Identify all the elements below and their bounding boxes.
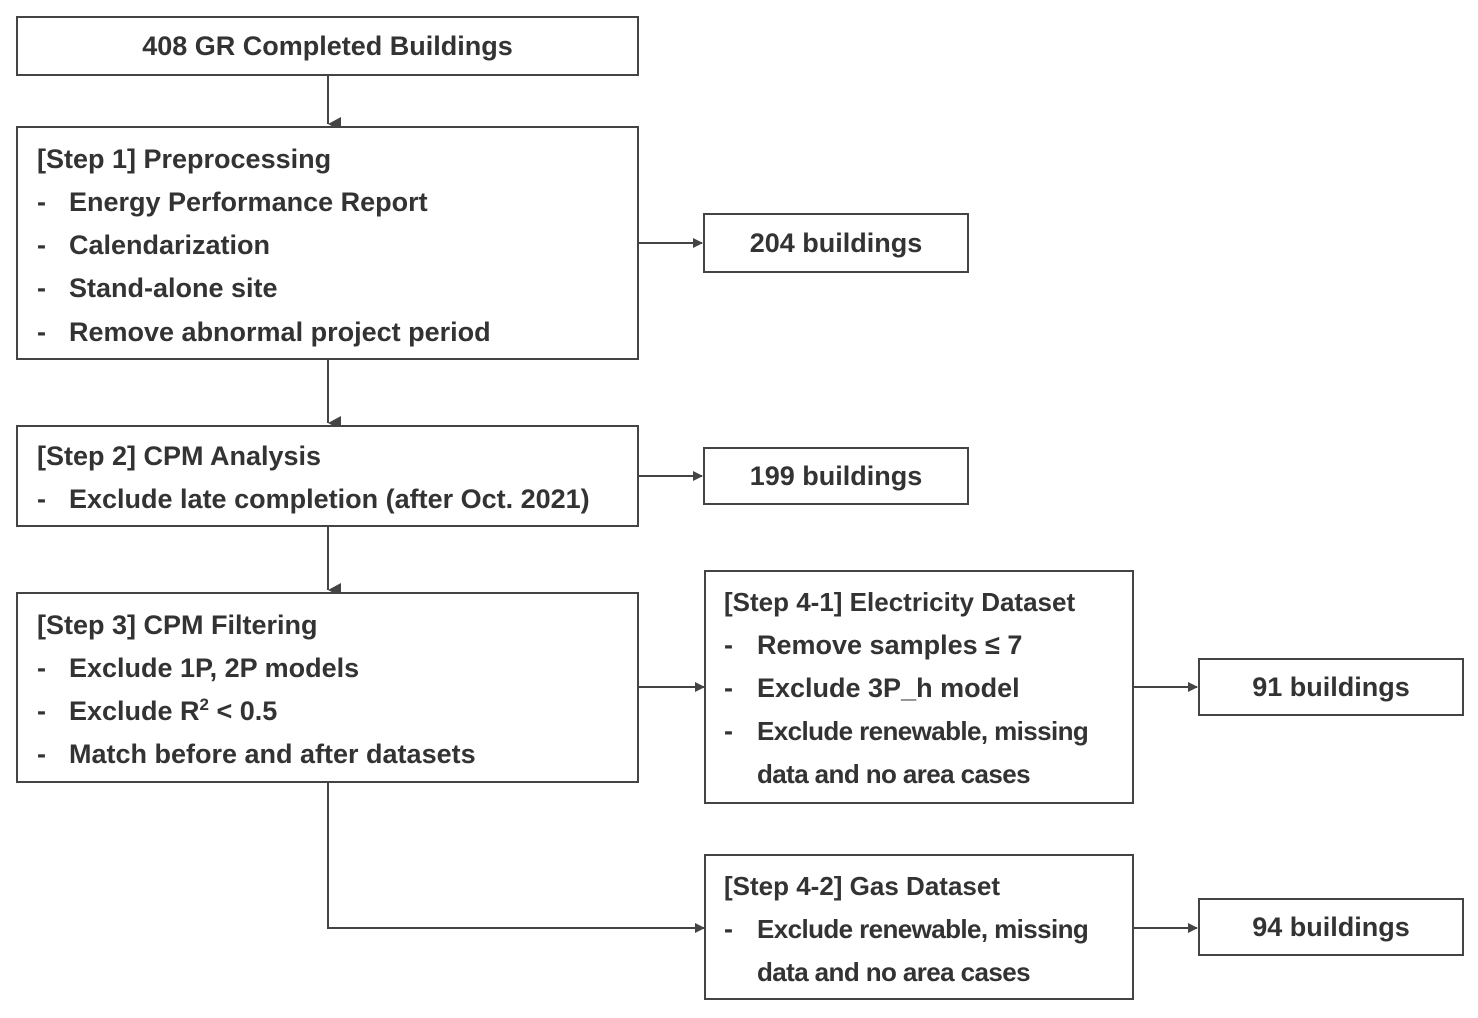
dash: - bbox=[724, 914, 733, 944]
dash: - bbox=[37, 739, 46, 769]
step1-item: Energy Performance Report bbox=[69, 187, 428, 217]
step42-item: Exclude renewable, missing bbox=[757, 914, 1089, 944]
arrow-step3-to-step42 bbox=[327, 783, 705, 933]
step3-title: [Step 3] CPM Filtering bbox=[37, 610, 318, 640]
step1-title: [Step 1] Preprocessing bbox=[37, 144, 332, 174]
step2-title: [Step 2] CPM Analysis bbox=[37, 441, 322, 471]
dash: - bbox=[37, 696, 46, 726]
step2-box: [Step 2] CPM Analysis - Exclude late com… bbox=[16, 425, 639, 527]
step42-title: [Step 4-2] Gas Dataset bbox=[724, 871, 1000, 901]
step3-item: Match before and after datasets bbox=[69, 739, 476, 769]
dash: - bbox=[37, 484, 46, 514]
step3-box: [Step 3] CPM Filtering - Exclude 1P, 2P … bbox=[16, 592, 639, 783]
step3-item-r-squared: Exclude R2 < 0.5 bbox=[69, 696, 277, 727]
r-squared-suffix: < 0.5 bbox=[209, 696, 278, 726]
dash: - bbox=[37, 273, 46, 303]
r-squared-prefix: Exclude R bbox=[69, 696, 200, 726]
step42-box: [Step 4-2] Gas Dataset - Exclude renewab… bbox=[704, 854, 1134, 1000]
step1-result-label: 204 buildings bbox=[749, 227, 923, 258]
r-squared-exponent: 2 bbox=[199, 695, 210, 714]
step42-result-label: 94 buildings bbox=[1252, 911, 1410, 942]
step41-item: Exclude 3P_h model bbox=[757, 673, 1020, 703]
step41-box: [Step 4-1] Electricity Dataset - Remove … bbox=[704, 570, 1134, 804]
dash: - bbox=[37, 230, 46, 260]
step1-item: Stand-alone site bbox=[69, 273, 278, 303]
step41-item: Remove samples ≤ 7 bbox=[757, 630, 1023, 660]
dash: - bbox=[724, 630, 733, 660]
step2-result-box: 199 buildings bbox=[703, 447, 969, 505]
step41-result-label: 91 buildings bbox=[1252, 671, 1410, 702]
dash: - bbox=[724, 673, 733, 703]
step42-item-continued: data and no area cases bbox=[757, 957, 1031, 987]
dash: - bbox=[37, 653, 46, 683]
completed-buildings-label: 408 GR Completed Buildings bbox=[142, 30, 513, 61]
dash: - bbox=[37, 187, 46, 217]
step41-title: [Step 4-1] Electricity Dataset bbox=[724, 587, 1076, 617]
step41-result-box: 91 buildings bbox=[1198, 658, 1464, 716]
step2-result-label: 199 buildings bbox=[749, 460, 923, 491]
step3-item: Exclude 1P, 2P models bbox=[69, 653, 360, 683]
step41-item: Exclude renewable, missing bbox=[757, 716, 1089, 746]
step1-item: Calendarization bbox=[69, 230, 271, 260]
completed-buildings-box: 408 GR Completed Buildings bbox=[16, 16, 639, 76]
step42-result-box: 94 buildings bbox=[1198, 898, 1464, 956]
step1-item: Remove abnormal project period bbox=[69, 317, 491, 347]
step41-item-continued: data and no area cases bbox=[757, 759, 1031, 789]
step1-result-box: 204 buildings bbox=[703, 213, 969, 273]
dash: - bbox=[37, 317, 46, 347]
dash: - bbox=[724, 716, 733, 746]
step2-item: Exclude late completion (after Oct. 2021… bbox=[69, 484, 590, 514]
step1-box: [Step 1] Preprocessing - Energy Performa… bbox=[16, 126, 639, 360]
